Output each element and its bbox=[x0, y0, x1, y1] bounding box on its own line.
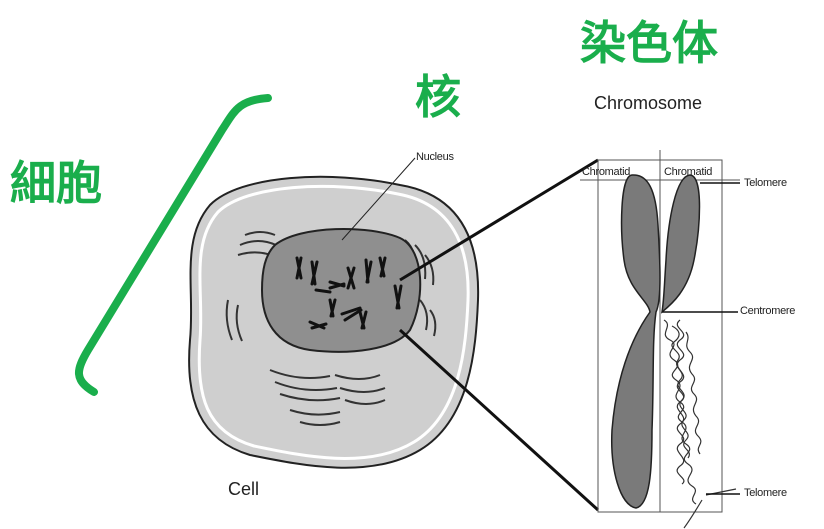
label-chromosome: Chromosome bbox=[594, 94, 702, 112]
uncoiled-dna bbox=[664, 320, 736, 528]
chromatid-right-arm bbox=[662, 175, 700, 312]
label-jp-cell: 細胞 bbox=[10, 160, 102, 206]
label-chromatid-left: Chromatid bbox=[582, 167, 630, 178]
label-jp-chromosome: 染色体 bbox=[580, 20, 718, 66]
label-telomere-bottom: Telomere bbox=[744, 488, 787, 499]
label-cell: Cell bbox=[228, 480, 259, 498]
label-telomere-top: Telomere bbox=[744, 178, 787, 189]
label-nucleus: Nucleus bbox=[416, 152, 454, 163]
label-centromere: Centromere bbox=[740, 306, 795, 317]
label-jp-nucleus: 核 bbox=[415, 74, 461, 120]
label-chromatid-right: Chromatid bbox=[664, 167, 712, 178]
chromatid-left bbox=[612, 175, 660, 508]
